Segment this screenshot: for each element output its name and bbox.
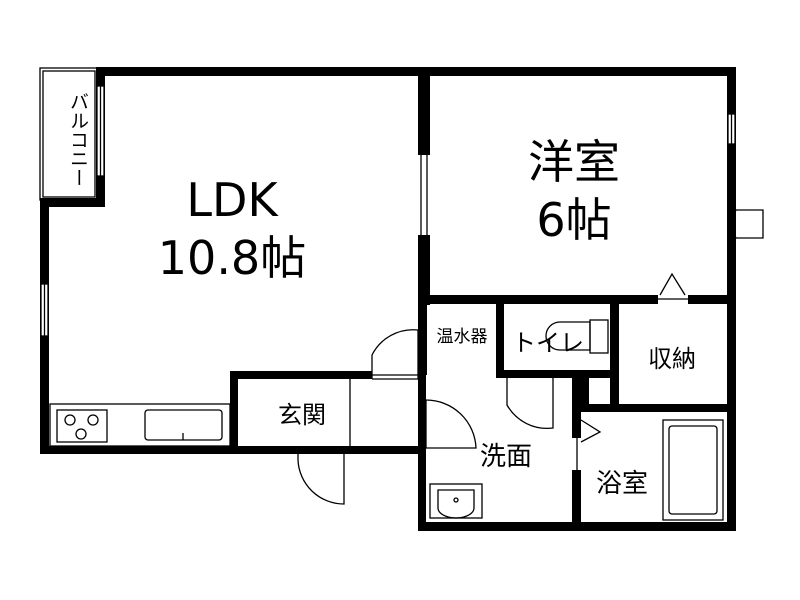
walls <box>40 67 736 531</box>
toilet-fixture <box>545 319 609 354</box>
western-room-size-label: 6帖 <box>536 193 611 247</box>
ldk-size-label: 10.8帖 <box>158 231 306 285</box>
bathtub <box>662 419 724 521</box>
kitchen-counter <box>49 403 231 447</box>
entrance-label: 玄関 <box>278 401 326 429</box>
toilet-label: トイレ <box>512 329 584 357</box>
balcony-label: バルコニー <box>67 92 89 187</box>
western-room-name-label: 洋室 <box>528 135 620 189</box>
wash-basin <box>429 483 483 519</box>
washroom-label: 洗面 <box>480 442 532 472</box>
ldk-name-label: LDK <box>186 173 279 227</box>
doors <box>297 209 764 505</box>
water-heater-label: 温水器 <box>437 327 488 347</box>
bathroom-label: 浴室 <box>596 469 648 499</box>
storage-label: 収納 <box>648 345 696 373</box>
windows <box>40 85 736 337</box>
